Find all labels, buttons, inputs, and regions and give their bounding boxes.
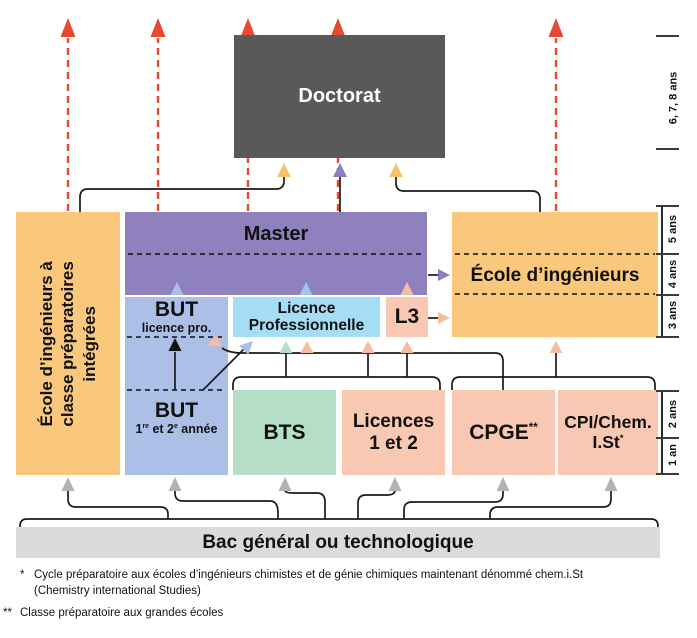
but-licence-pro-subtitle: licence pro. bbox=[141, 321, 212, 336]
box-but-annee-1-2: BUT 1re et 2e année bbox=[125, 399, 228, 437]
riser-bac-to-cpge bbox=[403, 490, 504, 519]
footnote-double-star: ** Classe préparatoire aux grandes école… bbox=[3, 607, 224, 619]
box-ecole-ingenieurs-prepa-integree: École d’ingénieurs à classe préparatoire… bbox=[16, 212, 120, 475]
riser-bac-to-licences bbox=[357, 489, 396, 519]
connector-ecole-to-doctorat bbox=[395, 177, 541, 212]
bts-label: BTS bbox=[263, 420, 306, 444]
orange-arrowhead-icon bbox=[389, 163, 403, 177]
salmon-right-arrowhead-icon bbox=[438, 312, 450, 324]
scale-axis-lower bbox=[661, 390, 663, 475]
riser-bac-to-prepa bbox=[67, 490, 169, 519]
bac-label: Bac général ou technologique bbox=[202, 531, 474, 553]
riser-bac-to-but bbox=[174, 490, 279, 519]
scale-label-2-ans: 2 ans bbox=[666, 399, 679, 428]
but-annee-title: BUT bbox=[154, 399, 199, 422]
box-master: Master bbox=[125, 212, 427, 295]
bracket-cpge-cpi bbox=[451, 376, 656, 390]
box-l3: L3 bbox=[386, 297, 428, 337]
red-arrowhead-icon bbox=[60, 18, 76, 37]
l3-label: L3 bbox=[394, 305, 420, 329]
box-bts: BTS bbox=[233, 390, 336, 475]
scale-tick bbox=[656, 205, 679, 207]
scale-label-1-an: 1 an bbox=[666, 443, 679, 467]
scale-label-5-ans: 5 ans bbox=[666, 214, 679, 244]
riser-bac-to-cpi bbox=[489, 490, 612, 519]
purple-right-arrowhead-icon bbox=[438, 269, 450, 281]
scale-tick bbox=[656, 336, 679, 338]
red-arrowhead-icon bbox=[150, 18, 166, 37]
bac-bus-line bbox=[19, 518, 659, 527]
but-licence-pro-title: BUT bbox=[154, 298, 199, 321]
box-bac: Bac général ou technologique bbox=[16, 527, 660, 558]
periwinkle-diagonal-arrowhead-icon bbox=[239, 341, 253, 355]
footnote-star: * Cycle préparatoire aux écoles d’ingéni… bbox=[20, 569, 584, 597]
gray-arrowhead-icon bbox=[278, 477, 292, 491]
but-annee-subtitle: 1re et 2e année bbox=[135, 422, 218, 437]
scale-tick bbox=[656, 473, 679, 475]
gray-arrowhead-icon bbox=[604, 477, 618, 491]
box-doctorat: Doctorat bbox=[234, 35, 445, 158]
scale-label-3-ans: 3 ans bbox=[666, 300, 679, 330]
box-licence-professionnelle: Licence Professionnelle bbox=[233, 297, 380, 337]
cpge-label: CPGE** bbox=[469, 420, 538, 444]
scale-tick bbox=[656, 294, 679, 296]
connector-prepa-to-doctorat bbox=[79, 177, 285, 212]
scale-tick bbox=[656, 35, 679, 37]
scale-tick bbox=[656, 390, 679, 392]
purple-arrowhead-icon bbox=[333, 163, 347, 177]
salmon-arrowhead-icon bbox=[300, 341, 314, 353]
box-cpge: CPGE** bbox=[452, 390, 555, 475]
scale-tick bbox=[656, 253, 679, 255]
prepa-label: École d’ingénieurs à classe préparatoire… bbox=[37, 260, 99, 427]
box-ecole-ingenieurs: École d’ingénieurs bbox=[452, 212, 658, 337]
connector-cpge-to-but-licence-pro bbox=[221, 347, 504, 390]
scale-tick bbox=[656, 437, 679, 439]
red-arrowhead-icon bbox=[548, 18, 564, 37]
box-cpi-chem-ist: CPI/Chem. I.St* bbox=[558, 390, 658, 475]
scale-label-6-7-8-ans: 6, 7, 8 ans bbox=[667, 71, 679, 124]
green-arrowhead-icon bbox=[279, 341, 293, 353]
box-but-column: BUT licence pro. BUT 1re et 2e année bbox=[125, 297, 228, 475]
box-but-licence-pro: BUT licence pro. bbox=[125, 298, 228, 336]
salmon-arrowhead-icon bbox=[400, 341, 414, 353]
salmon-arrowhead-icon bbox=[361, 341, 375, 353]
riser-bac-to-bts bbox=[284, 489, 326, 519]
ecole-ingenieurs-label: École d’ingénieurs bbox=[470, 264, 640, 286]
doctorat-label: Doctorat bbox=[298, 85, 381, 108]
gray-arrowhead-icon bbox=[61, 477, 75, 491]
gray-arrowhead-icon bbox=[496, 477, 510, 491]
master-label: Master bbox=[243, 223, 309, 245]
scale-axis-upper bbox=[661, 205, 663, 337]
gray-arrowhead-icon bbox=[388, 477, 402, 491]
box-licences-1-2: Licences 1 et 2 bbox=[342, 390, 445, 475]
scale-label-4-ans: 4 ans bbox=[666, 259, 679, 288]
scale-tick bbox=[656, 148, 679, 150]
salmon-arrowhead-icon bbox=[549, 341, 563, 353]
gray-arrowhead-icon bbox=[168, 477, 182, 491]
bracket-bts-licences bbox=[232, 376, 441, 390]
orange-arrowhead-icon bbox=[277, 163, 291, 177]
